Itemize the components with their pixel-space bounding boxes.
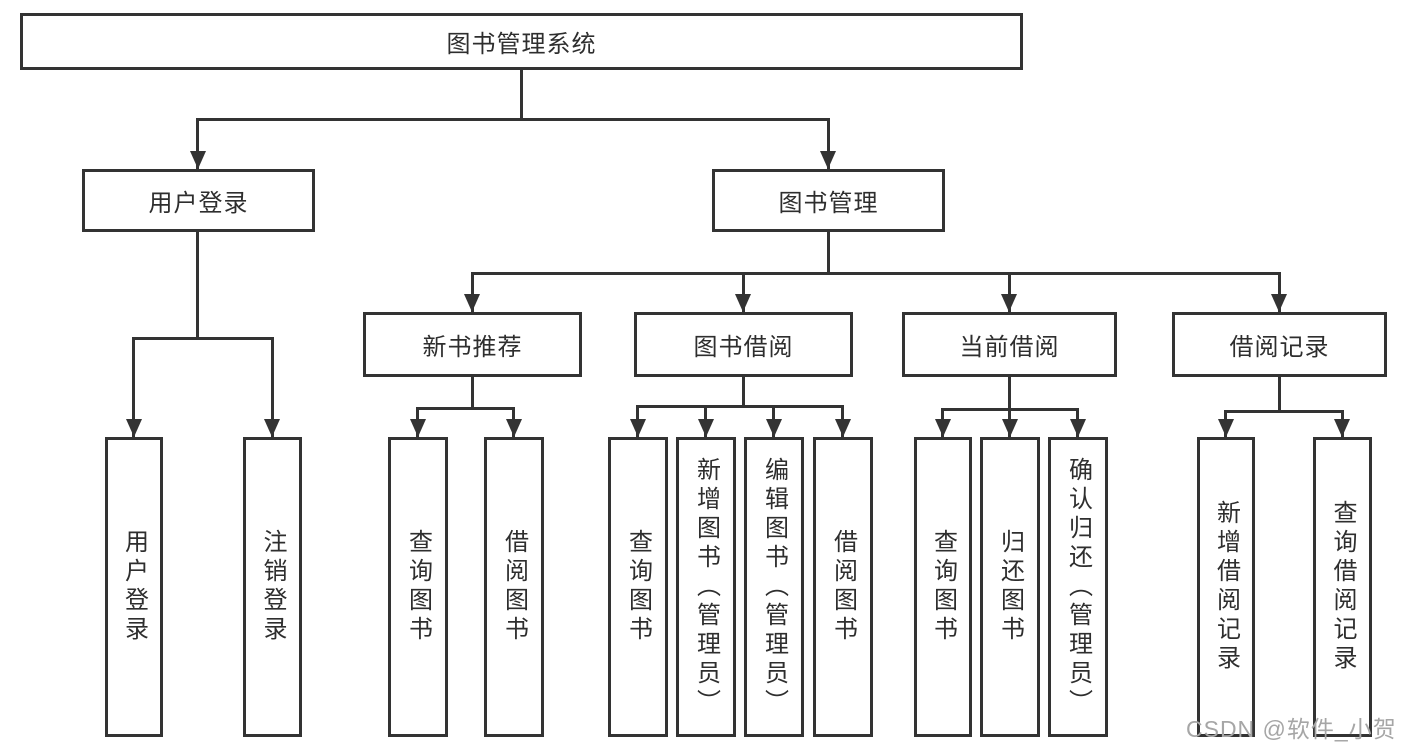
connector-line — [416, 407, 515, 410]
leaf-logout: 注销登录 — [243, 437, 302, 737]
connector-line — [827, 118, 830, 169]
node-library-management-system: 图书管理系统 — [20, 13, 1023, 70]
leaf-return-book: 归还图书 — [980, 437, 1040, 737]
connector-line — [1278, 377, 1281, 410]
arrowhead-icon — [1334, 419, 1350, 437]
arrowhead-icon — [935, 419, 951, 437]
connector-line — [196, 118, 199, 169]
arrowhead-icon — [630, 419, 646, 437]
arrowhead-icon — [1271, 294, 1287, 312]
node-book-borrow: 图书借阅 — [634, 312, 853, 377]
connector-line — [636, 405, 844, 408]
leaf-query-borrow-record: 查询借阅记录 — [1313, 437, 1372, 737]
arrowhead-icon — [506, 419, 522, 437]
arrowhead-icon — [1002, 419, 1018, 437]
leaf-query-book-borrow: 查询图书 — [608, 437, 668, 737]
arrowhead-icon — [264, 419, 280, 437]
node-user-login: 用户登录 — [82, 169, 315, 232]
arrowhead-icon — [190, 151, 206, 169]
arrowhead-icon — [766, 419, 782, 437]
leaf-edit-book-admin: 编辑图书（管理员） — [744, 437, 804, 737]
connector-line — [471, 272, 1281, 275]
connector-line — [1278, 272, 1281, 312]
arrowhead-icon — [1218, 419, 1234, 437]
connector-line — [471, 272, 474, 312]
connector-line — [132, 337, 135, 437]
leaf-add-book-admin: 新增图书（管理员） — [676, 437, 736, 737]
arrowhead-icon — [126, 419, 142, 437]
arrowhead-icon — [464, 294, 480, 312]
arrowhead-icon — [698, 419, 714, 437]
connector-line — [742, 272, 745, 312]
leaf-query-book-current: 查询图书 — [914, 437, 972, 737]
arrowhead-icon — [410, 419, 426, 437]
arrowhead-icon — [835, 419, 851, 437]
connector-line — [196, 118, 830, 121]
connector-line — [827, 232, 830, 272]
leaf-borrow-book: 借阅图书 — [813, 437, 873, 737]
connector-line — [196, 232, 199, 337]
connector-line — [520, 70, 523, 118]
arrowhead-icon — [1001, 294, 1017, 312]
leaf-user-login: 用户登录 — [105, 437, 163, 737]
connector-line — [132, 337, 274, 340]
node-current-borrow: 当前借阅 — [902, 312, 1117, 377]
node-book-management: 图书管理 — [712, 169, 945, 232]
arrowhead-icon — [820, 151, 836, 169]
leaf-borrow-book-recommend: 借阅图书 — [484, 437, 544, 737]
node-new-book-recommend: 新书推荐 — [363, 312, 582, 377]
connector-line — [471, 377, 474, 407]
connector-line — [271, 337, 274, 437]
arrowhead-icon — [1070, 419, 1086, 437]
leaf-add-borrow-record: 新增借阅记录 — [1197, 437, 1255, 737]
leaf-confirm-return-admin: 确认归还（管理员） — [1048, 437, 1108, 737]
connector-line — [742, 377, 745, 405]
node-borrow-records: 借阅记录 — [1172, 312, 1387, 377]
arrowhead-icon — [735, 294, 751, 312]
connector-line — [1224, 410, 1344, 413]
connector-line — [1008, 272, 1011, 312]
watermark-text: CSDN @软件_小贺同学 — [1186, 716, 1397, 742]
leaf-query-book-recommend: 查询图书 — [388, 437, 448, 737]
connector-line — [1008, 377, 1011, 408]
